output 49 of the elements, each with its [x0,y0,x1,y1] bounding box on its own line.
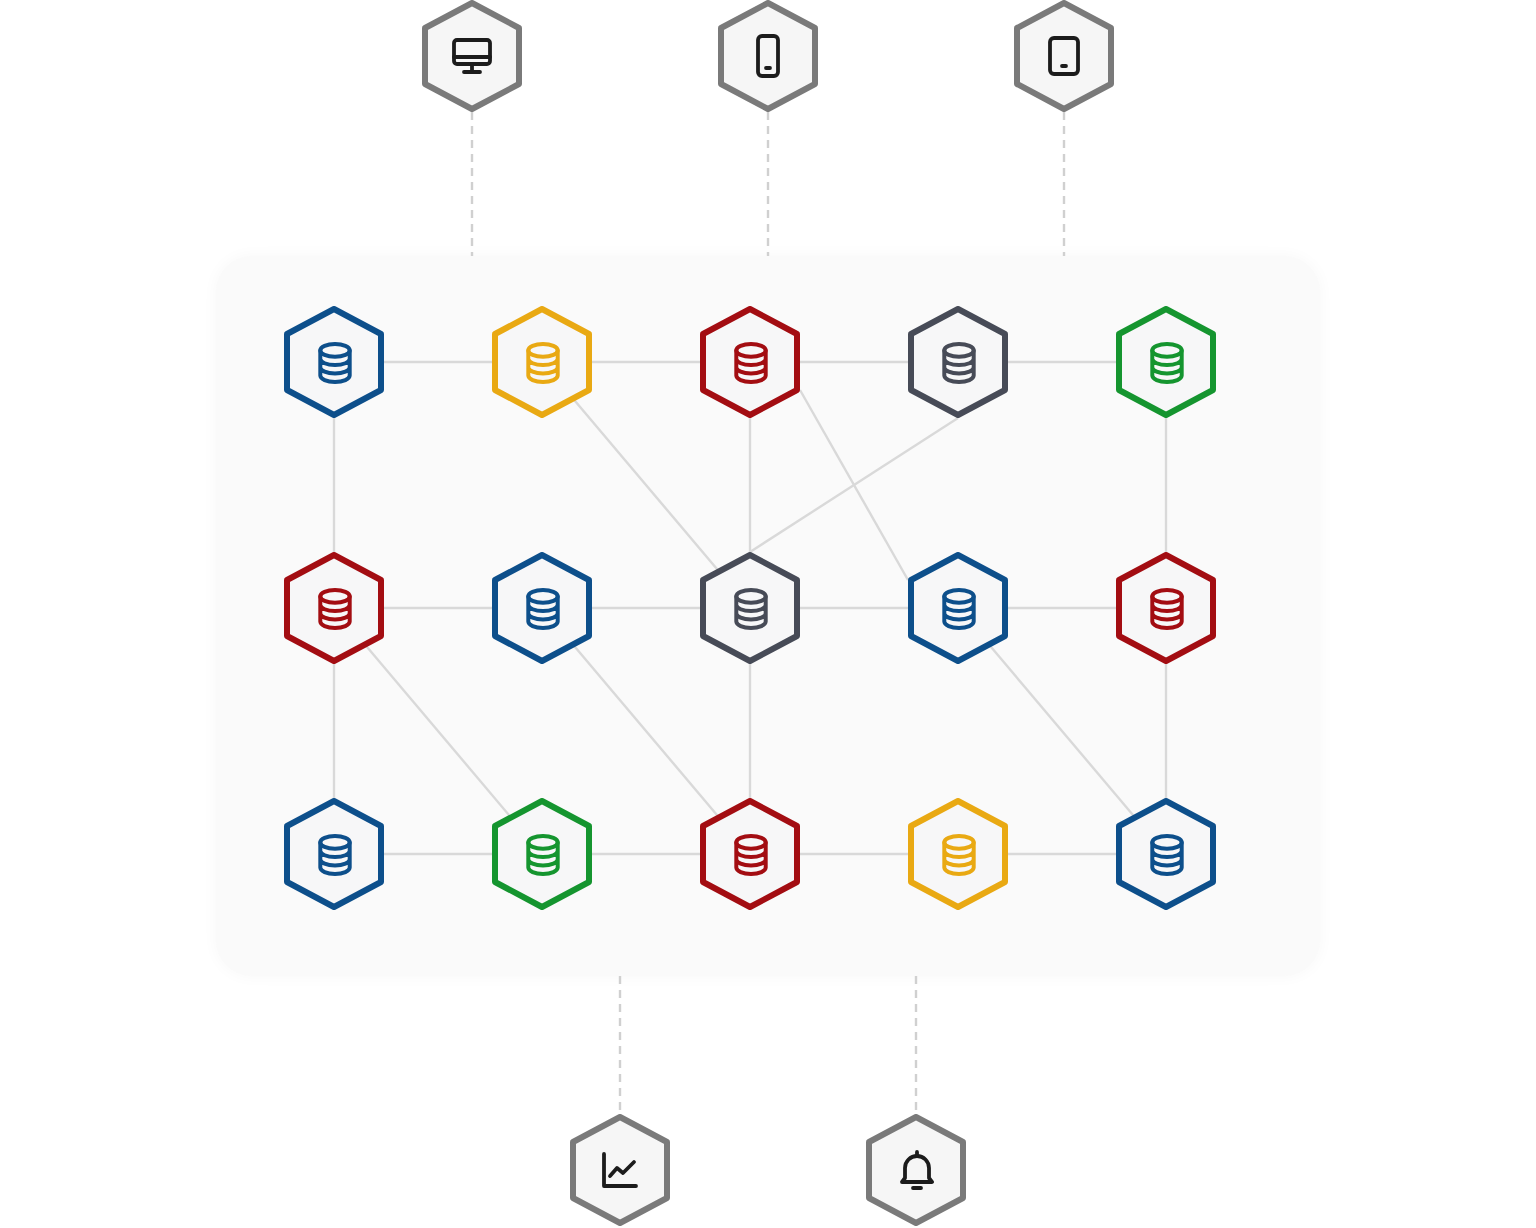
hexagon-node [1116,552,1216,664]
connector-line [384,852,492,856]
connector-line [748,664,752,798]
dashed-connector [470,112,474,256]
dashed-connector [1062,112,1066,256]
connector-line [748,418,752,552]
connector-line [1164,664,1168,798]
connector-line [365,645,511,817]
hexagon-node [866,1114,966,1226]
hexagon-node [908,552,1008,664]
connector-line [800,606,908,610]
hexagon-node [1116,798,1216,910]
connector-line [1164,418,1168,552]
connector-line [592,852,700,856]
connector-line [573,645,719,817]
hexagon-node [284,306,384,418]
connector-line [592,606,700,610]
connector-line [798,389,910,581]
hexagon-node [700,306,800,418]
connector-line [1008,606,1116,610]
connector-line [332,418,336,552]
hexagon-node [284,798,384,910]
hexagon-node [718,0,818,112]
connector-line [592,360,700,364]
connector-line [384,606,492,610]
hexagon-node [700,798,800,910]
connector-line [800,852,908,856]
hexagon-node [492,306,592,418]
hexagon-node [908,306,1008,418]
connector-line [384,360,492,364]
dashed-connector [914,976,918,1114]
hexagon-node [422,0,522,112]
hexagon-node [700,552,800,664]
hexagon-node [1014,0,1114,112]
hexagon-node [908,798,1008,910]
connector-line [989,645,1135,817]
connector-line [1008,852,1116,856]
hexagon-node [492,552,592,664]
dashed-connector [766,112,770,256]
dashed-connector [618,976,622,1114]
hexagon-node [492,798,592,910]
hexagon-node [1116,306,1216,418]
hexagon-node [570,1114,670,1226]
connector-line [332,664,336,798]
hexagon-node [284,552,384,664]
connector-line [800,360,908,364]
connector-line [749,417,959,553]
connector-line [1008,360,1116,364]
connector-line [573,399,719,571]
